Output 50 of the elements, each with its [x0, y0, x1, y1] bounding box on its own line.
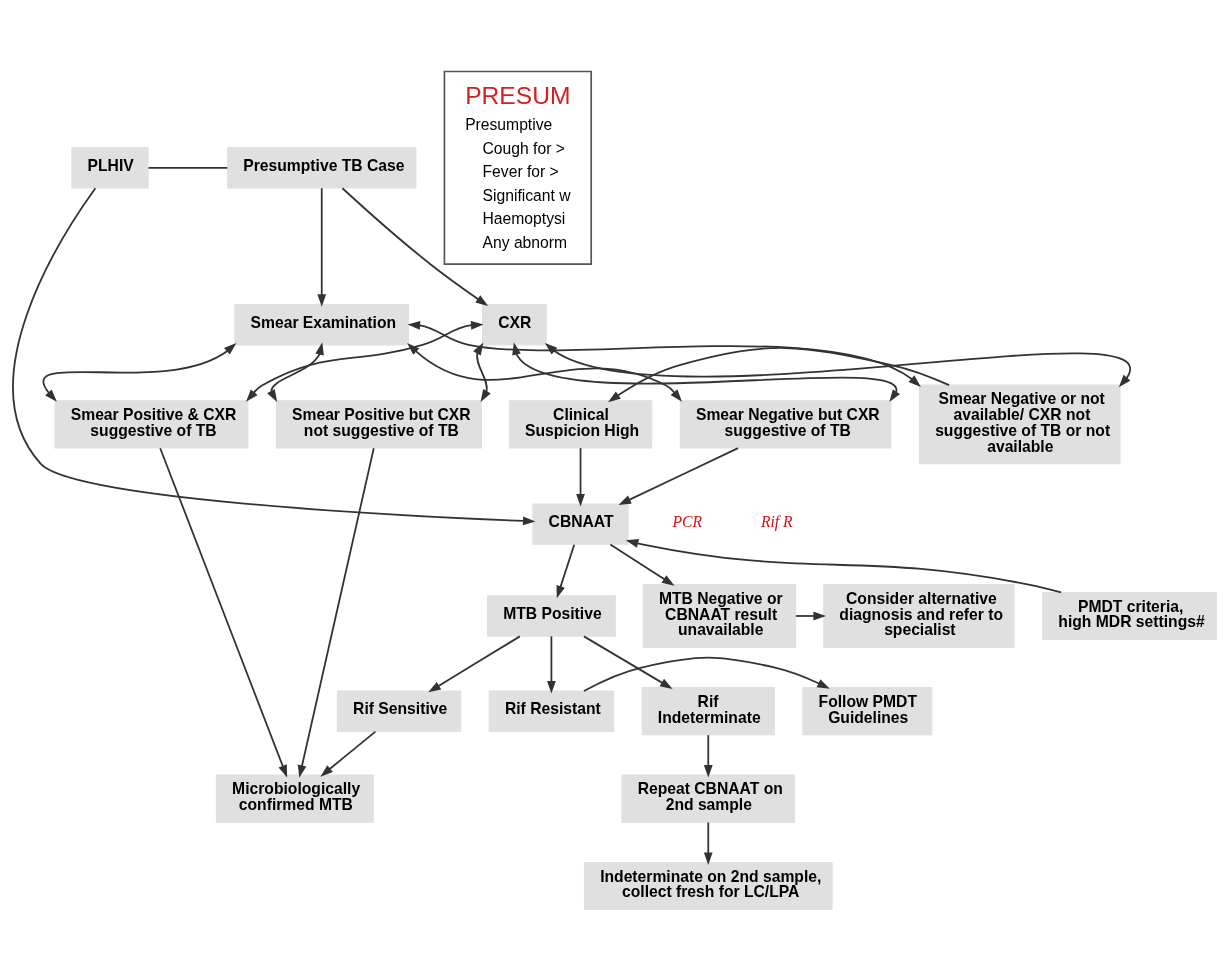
node-box: Rif Sensitive — [336, 690, 462, 732]
node-box: MTB Positive — [487, 594, 616, 637]
arrow — [703, 733, 713, 778]
node-box: Rif Resistant — [488, 690, 615, 732]
node-box: PRESUM Presumptive Cough for > Fever for > Significant w Haemoptysi Any abnorm — [443, 70, 593, 265]
arrow — [625, 538, 1062, 593]
node-box: Repeat CBNAAT on 2nd sample — [621, 774, 796, 823]
arrow — [576, 446, 585, 506]
arrow — [317, 186, 327, 307]
node-box: Presumptive TB Case — [227, 146, 417, 189]
arrow — [512, 341, 901, 402]
arrow — [544, 342, 1131, 387]
node-box: Smear Positive & CXR suggestive of TB — [54, 399, 249, 448]
arrow — [246, 320, 484, 402]
arrow — [320, 730, 377, 777]
arrow — [473, 342, 491, 402]
arrow — [703, 821, 713, 865]
arrow — [556, 543, 576, 598]
node-box: Smear Examination — [234, 303, 410, 345]
node-box: Microbiologically confirmed MTB — [215, 774, 374, 823]
node-box: Clinical Suspicion High — [508, 399, 653, 448]
arrow — [12, 186, 536, 525]
arrow — [794, 611, 826, 620]
node-box: MTB Negative or CBNAAT result unavailable — [642, 583, 797, 648]
arrow — [547, 634, 556, 694]
arrow — [159, 446, 288, 778]
arrow — [609, 543, 675, 586]
node-box: PMDT criteria, high MDR settings# — [1042, 591, 1217, 640]
arrow — [42, 342, 237, 402]
node-box: Smear Positive but CXR not suggestive of TB — [275, 399, 482, 448]
arrow — [608, 346, 950, 402]
node-box: Indeterminate on 2nd sample, collect fresh for LC/LPA — [583, 861, 833, 910]
node-box: Smear Negative but CXR suggestive of TB — [679, 399, 892, 448]
arrow — [618, 446, 739, 505]
node-box: Consider alternative diagnosis and refer to specialist — [823, 583, 1015, 648]
arrow — [583, 634, 673, 689]
node-box: PLHIV — [71, 146, 149, 189]
label: PCR — [672, 512, 703, 530]
arrow — [583, 656, 830, 692]
arrow — [267, 341, 324, 402]
node-box: Smear Negative or not available/ CXR not suggestive of TB or not available — [918, 384, 1121, 464]
node-box: CXR — [481, 303, 547, 345]
arrow — [297, 446, 375, 778]
arrow — [341, 186, 489, 306]
arrow — [428, 634, 521, 692]
node-box: Follow PMDT Guidelines — [802, 686, 933, 735]
connector — [147, 166, 229, 169]
node-box: CBNAAT — [532, 502, 629, 545]
label: Rif R — [760, 512, 793, 530]
node-box: Rif Indeterminate — [641, 686, 775, 735]
